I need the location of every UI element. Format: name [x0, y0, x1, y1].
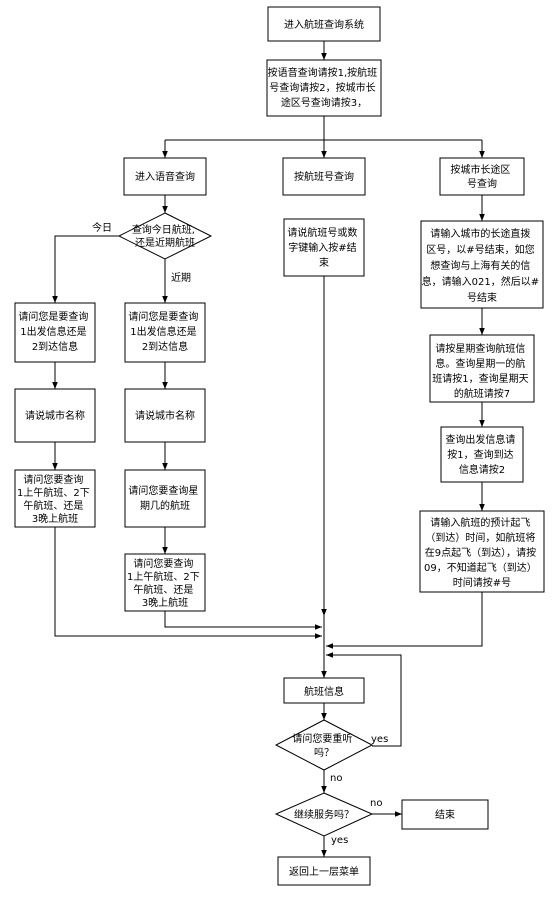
node-dep-arr-today-text: 请问您是要查询 1出发信息还是 2到达信息: [18, 310, 91, 353]
node-enter-area-code: 请输入城市的长途直拨 区号，以#号结束，如您 想查询与上海有关的信 息，请输入0…: [420, 220, 544, 309]
node-weekday-query-text: 请按星期查询航班信 息。查询星期一的航 班请按1，查询星期天 的航班请按7: [432, 342, 532, 400]
node-time-slot-today: 请问您要查询 1上午航班、2下 午航班、还是 3晚上航班: [14, 469, 96, 528]
edge-labels: 今日 近期 yes no no yes: [92, 221, 388, 846]
node-back-to-menu: 返回上一层菜单: [277, 856, 371, 886]
decision-continue: 继续服务吗？: [274, 792, 374, 837]
decision-continue-text: 继续服务吗？: [294, 808, 354, 821]
node-dep-arr-recent-text: 请问您是要查询 1出发信息还是 2到达信息: [128, 310, 201, 353]
decision-replay-text: 请问您要重听 吗？: [292, 732, 355, 759]
node-end-text: 结束: [435, 808, 455, 821]
node-dep-arr-press: 查询出发信息请 按1，查询到达 信息请按2: [440, 426, 524, 483]
node-dep-arr-today: 请问您是要查询 1出发信息还是 2到达信息: [14, 302, 96, 363]
node-time-slot-today-text: 请问您要查询 1上午航班、2下 午航班、还是 3晚上航班: [17, 473, 93, 525]
node-say-flight-no-text: 请说航班号或数 字键输入按#结 束: [287, 226, 360, 269]
node-weekday-query: 请按星期查询航班信 息。查询星期一的航 班请按1，查询星期天 的航班请按7: [429, 334, 535, 403]
edge-today-to-merge: [54, 527, 322, 639]
decision-today-or-recent-text: 查询今日航班, 还是近期航班: [132, 223, 198, 249]
node-flight-info: 航班信息: [283, 677, 365, 704]
node-say-city-recent: 请说城市名称: [124, 388, 206, 443]
node-main-prompt: 按语音查询请按1,按航班 号查询请按2，按城市长 途区号查询请按3，: [266, 59, 382, 117]
node-voice-query-text: 进入语音查询: [135, 170, 195, 183]
node-area-code-query: 按城市长途区 号查询: [439, 157, 525, 196]
decision-today-or-recent: 查询今日航班, 还是近期航班: [117, 212, 213, 260]
connectors: [52, 41, 485, 857]
node-say-city-today-text: 请说城市名称: [25, 409, 85, 422]
label-no-replay: no: [330, 773, 342, 784]
node-flight-no-query-text: 按航班号查询: [294, 170, 354, 183]
node-back-to-menu-text: 返回上一层菜单: [289, 866, 359, 878]
label-today: 今日: [92, 221, 112, 234]
node-dep-arr-recent: 请问您是要查询 1出发信息还是 2到达信息: [124, 302, 206, 363]
node-flight-info-text: 航班信息: [304, 685, 344, 698]
node-area-code-query-text: 按城市长途区 号查询: [450, 163, 513, 190]
edge-today: [52, 235, 119, 303]
node-time-slot-recent: 请问您要查询 1上午航班、2下 午航班、还是 3晚上航班: [124, 553, 206, 612]
edge-yes-replay-loop: [326, 652, 402, 747]
node-voice-query: 进入语音查询: [123, 157, 207, 196]
node-which-weekday-text: 请问您要查询星 期几的航班: [128, 484, 201, 512]
node-say-city-recent-text: 请说城市名称: [135, 409, 195, 422]
node-main-prompt-text: 按语音查询请按1,按航班 号查询请按2，按城市长 途区号查询请按3，: [268, 66, 381, 109]
edge-area-to-merge: [326, 592, 483, 649]
node-end: 结束: [401, 799, 489, 830]
label-yes-replay: yes: [371, 734, 388, 745]
node-dep-arr-press-text: 查询出发信息请 按1，查询到达 信息请按2: [445, 433, 518, 476]
node-time-slot-recent-text: 请问您要查询 1上午航班、2下 午航班、还是 3晚上航班: [127, 557, 203, 609]
node-say-flight-no: 请说航班号或数 字键输入按#结 束: [283, 218, 365, 277]
node-enter-area-code-text: 请输入城市的长途直拨 区号，以#号结束，如您 想查询与上海有关的信 息，请输入0…: [422, 227, 543, 304]
node-enter-time: 请输入航班的预计起飞 （到达）时间，如航班将 在9点起飞（到达），请按 09，不…: [419, 510, 545, 593]
node-enter-system: 进入航班查询系统: [267, 6, 381, 42]
label-yes-continue: yes: [331, 835, 348, 846]
edge-recent-to-merge: [164, 611, 322, 630]
node-say-city-today: 请说城市名称: [14, 388, 96, 443]
decision-replay: 请问您要重听 吗？: [274, 719, 374, 771]
label-recent: 近期: [171, 271, 191, 284]
node-flight-no-query: 按航班号查询: [282, 157, 366, 196]
node-enter-time-text: 请输入航班的预计起飞 （到达）时间，如航班将 在9点起飞（到达），请按 09，不…: [424, 516, 540, 589]
node-which-weekday: 请问您要查询星 期几的航班: [124, 469, 206, 528]
label-no-continue: no: [370, 798, 382, 809]
node-enter-system-text: 进入航班查询系统: [284, 18, 364, 31]
